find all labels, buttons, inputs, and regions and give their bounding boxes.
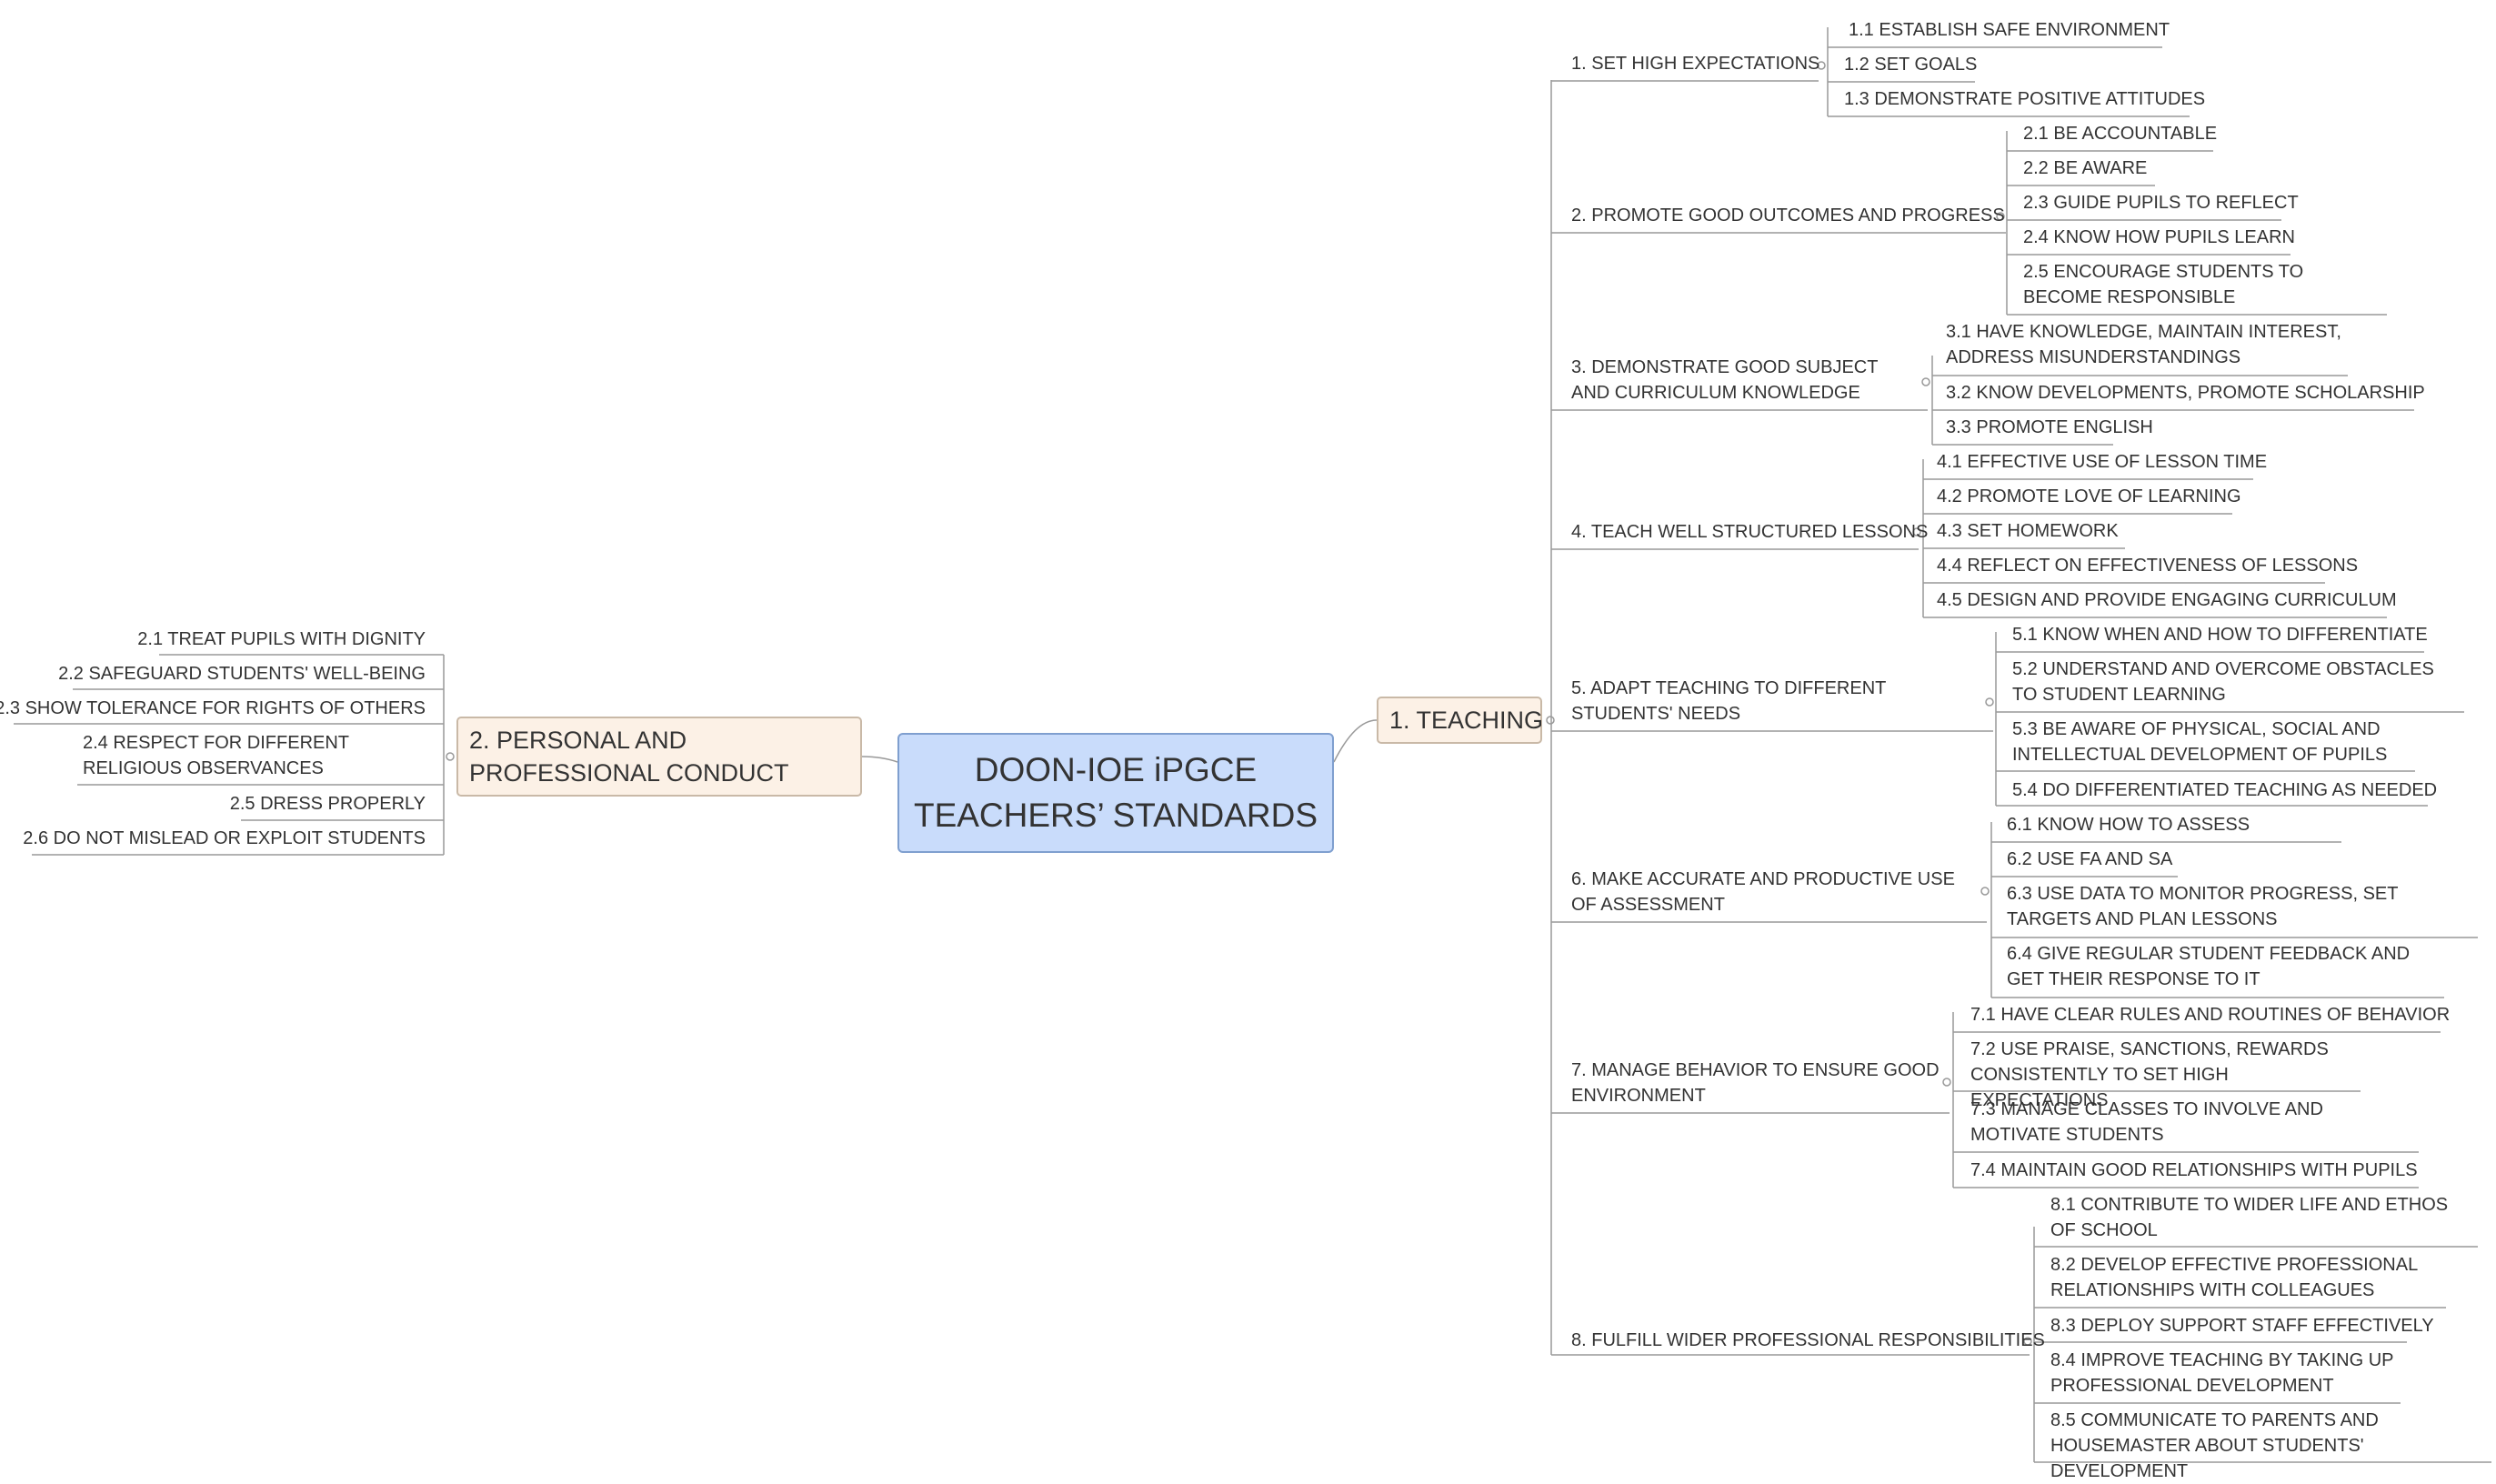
conduct-branch-label: 2. PERSONAL AND PROFESSIONAL CONDUCT <box>469 727 789 787</box>
item-2-1[interactable]: 2.1 BE ACCOUNTABLE <box>2023 124 2218 144</box>
standard-3[interactable]: 3. DEMONSTRATE GOOD SUBJECT AND CURRICUL… <box>1571 357 1879 403</box>
item-6-4[interactable]: 6.4 GIVE REGULAR STUDENT FEEDBACK AND GE… <box>2007 944 2411 989</box>
item-7-4[interactable]: 7.4 MAINTAIN GOOD RELATIONSHIPS WITH PUP… <box>1970 1160 2418 1180</box>
item-3-2[interactable]: 3.2 KNOW DEVELOPMENTS, PROMOTE SCHOLARSH… <box>1946 383 2425 403</box>
teaching-branch-label: 1. TEACHING <box>1389 707 1544 734</box>
item-1-3[interactable]: 1.3 DEMONSTRATE POSITIVE ATTITUDES <box>1844 89 2206 109</box>
central-topic[interactable]: DOON-IOE iPGCE TEACHERS’ STANDARDS <box>897 733 1334 853</box>
item-2-5[interactable]: 2.5 ENCOURAGE STUDENTS TO BECOME RESPONS… <box>2023 262 2304 307</box>
standard-1[interactable]: 1. SET HIGH EXPECTATIONS <box>1571 54 1820 74</box>
item-4-3[interactable]: 4.3 SET HOMEWORK <box>1937 521 2119 541</box>
item-7-1[interactable]: 7.1 HAVE CLEAR RULES AND ROUTINES OF BEH… <box>1970 1005 2451 1025</box>
item-5-1[interactable]: 5.1 KNOW WHEN AND HOW TO DIFFERENTIATE <box>2012 625 2428 645</box>
item-2-2[interactable]: 2.2 BE AWARE <box>2023 158 2148 178</box>
item-5-4[interactable]: 5.4 DO DIFFERENTIATED TEACHING AS NEEDED <box>2012 780 2438 800</box>
item-7-3[interactable]: 7.3 MANAGE CLASSES TO INVOLVE AND MOTIVA… <box>1970 1099 2323 1145</box>
item-5-3[interactable]: 5.3 BE AWARE OF PHYSICAL, SOCIAL AND INT… <box>2012 719 2388 765</box>
conduct-item-3[interactable]: 2.3 SHOW TOLERANCE FOR RIGHTS OF OTHERS <box>0 698 426 718</box>
standard-2[interactable]: 2. PROMOTE GOOD OUTCOMES AND PROGRESS <box>1571 206 2005 226</box>
central-topic-line2: TEACHERS’ STANDARDS <box>913 797 1318 834</box>
teaching-branch[interactable]: 1. TEACHING <box>1377 697 1544 744</box>
item-6-1[interactable]: 6.1 KNOW HOW TO ASSESS <box>2007 815 2250 835</box>
standard-5[interactable]: 5. ADAPT TEACHING TO DIFFERENT STUDENTS'… <box>1571 678 1887 724</box>
item-6-3[interactable]: 6.3 USE DATA TO MONITOR PROGRESS, SET TA… <box>2007 884 2399 929</box>
item-4-2[interactable]: 4.2 PROMOTE LOVE OF LEARNING <box>1937 486 2241 506</box>
standard-4[interactable]: 4. TEACH WELL STRUCTURED LESSONS <box>1571 522 1929 542</box>
conduct-item-1[interactable]: 2.1 TREAT PUPILS WITH DIGNITY <box>137 629 426 649</box>
item-1-1[interactable]: 1.1 ESTABLISH SAFE ENVIRONMENT <box>1849 20 2170 40</box>
item-8-5[interactable]: 8.5 COMMUNICATE TO PARENTS AND HOUSEMAST… <box>2050 1410 2379 1481</box>
standard-7[interactable]: 7. MANAGE BEHAVIOR TO ENSURE GOOD ENVIRO… <box>1571 1060 1940 1106</box>
conduct-item-5[interactable]: 2.5 DRESS PROPERLY <box>229 794 426 814</box>
central-topic-line1: DOON-IOE iPGCE <box>974 751 1258 788</box>
conduct-branch[interactable]: 2. PERSONAL AND PROFESSIONAL CONDUCT <box>456 717 862 797</box>
standard-6[interactable]: 6. MAKE ACCURATE AND PRODUCTIVE USE OF A… <box>1571 869 1955 915</box>
item-8-2[interactable]: 8.2 DEVELOP EFFECTIVE PROFESSIONAL RELAT… <box>2050 1255 2418 1300</box>
item-4-5[interactable]: 4.5 DESIGN AND PROVIDE ENGAGING CURRICUL… <box>1937 590 2397 610</box>
item-3-1[interactable]: 3.1 HAVE KNOWLEDGE, MAINTAIN INTEREST, A… <box>1946 322 2341 367</box>
standard-8[interactable]: 8. FULFILL WIDER PROFESSIONAL RESPONSIBI… <box>1571 1330 2045 1350</box>
item-3-3[interactable]: 3.3 PROMOTE ENGLISH <box>1946 417 2153 437</box>
item-2-3[interactable]: 2.3 GUIDE PUPILS TO REFLECT <box>2023 193 2299 213</box>
item-8-3[interactable]: 8.3 DEPLOY SUPPORT STAFF EFFECTIVELY <box>2050 1316 2434 1336</box>
item-2-4[interactable]: 2.4 KNOW HOW PUPILS LEARN <box>2023 227 2295 247</box>
item-1-2[interactable]: 1.2 SET GOALS <box>1844 55 1978 75</box>
conduct-item-4[interactable]: 2.4 RESPECT FOR DIFFERENT RELIGIOUS OBSE… <box>83 733 349 778</box>
item-8-1[interactable]: 8.1 CONTRIBUTE TO WIDER LIFE AND ETHOS O… <box>2050 1195 2449 1240</box>
item-8-4[interactable]: 8.4 IMPROVE TEACHING BY TAKING UP PROFES… <box>2050 1350 2394 1396</box>
conduct-item-2[interactable]: 2.2 SAFEGUARD STUDENTS' WELL-BEING <box>58 664 426 684</box>
item-4-1[interactable]: 4.1 EFFECTIVE USE OF LESSON TIME <box>1937 452 2268 472</box>
item-4-4[interactable]: 4.4 REFLECT ON EFFECTIVENESS OF LESSONS <box>1937 556 2359 576</box>
item-6-2[interactable]: 6.2 USE FA AND SA <box>2007 849 2173 869</box>
conduct-item-6[interactable]: 2.6 DO NOT MISLEAD OR EXPLOIT STUDENTS <box>23 828 426 848</box>
item-5-2[interactable]: 5.2 UNDERSTAND AND OVERCOME OBSTACLES TO… <box>2012 659 2434 705</box>
item-7-2[interactable]: 7.2 USE PRAISE, SANCTIONS, REWARDS CONSI… <box>1970 1039 2329 1110</box>
